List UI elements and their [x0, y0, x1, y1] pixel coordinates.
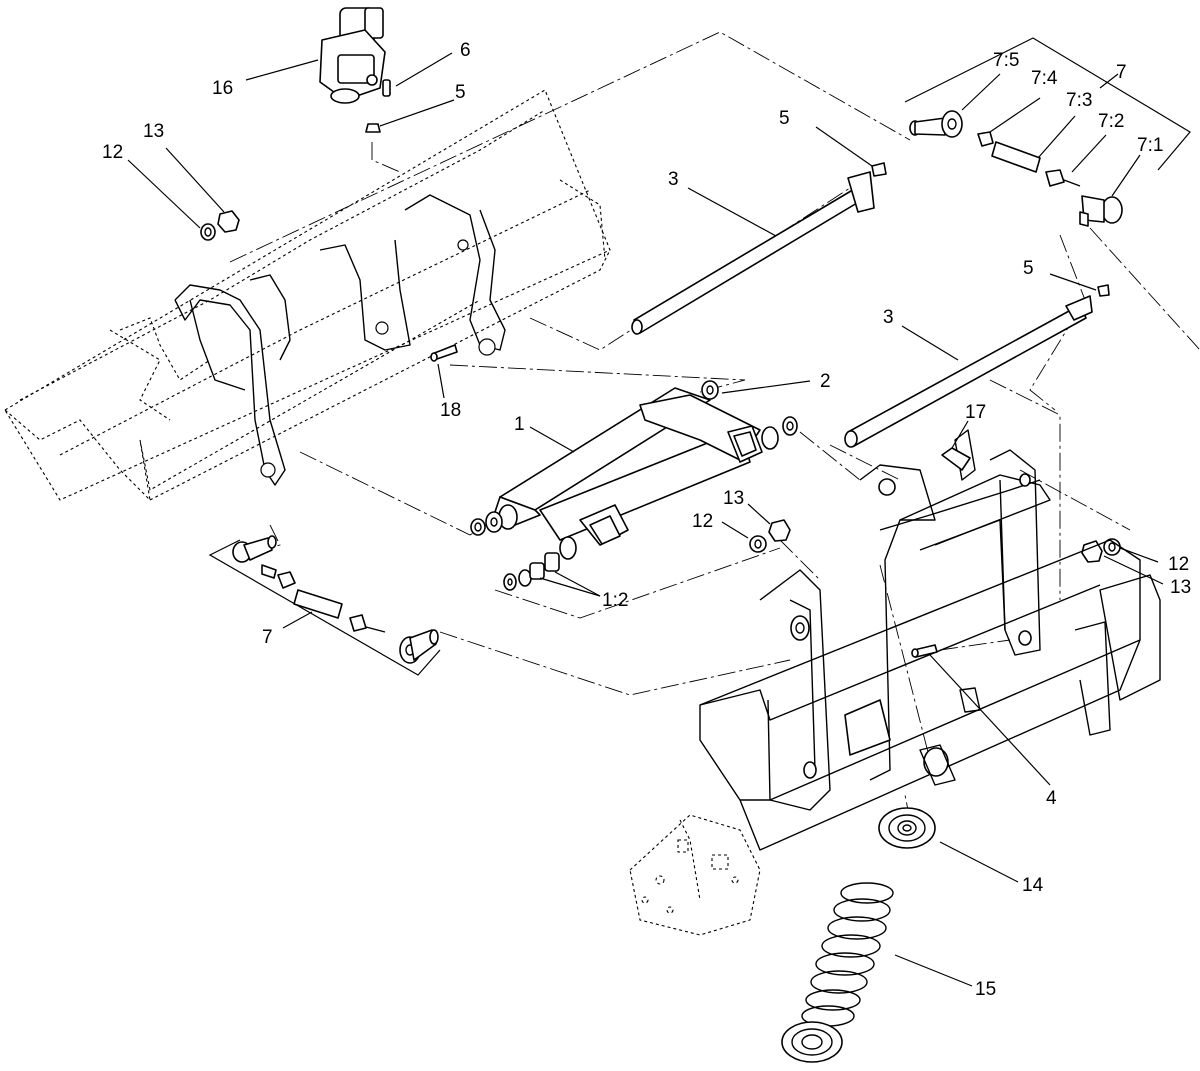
callout-2: 2: [820, 371, 831, 392]
arm-assembly-1: [470, 380, 798, 560]
decal-17: [941, 447, 971, 471]
callout-5: 5: [455, 82, 466, 103]
callout-5: 5: [779, 108, 790, 129]
callout-7-4: 7:4: [1031, 68, 1058, 89]
bracket-7-lower: [208, 539, 441, 676]
callout-12: 12: [692, 511, 713, 532]
callout-7-5: 7:5: [993, 50, 1019, 71]
callout-6: 6: [460, 40, 471, 61]
bolt-5-top: [365, 123, 381, 133]
bolt-5-rod-a: [871, 162, 887, 177]
spring-seat-14: [878, 807, 936, 849]
pin-6: [382, 79, 391, 97]
callout-18: 18: [440, 400, 461, 421]
nut-13-top: [217, 210, 240, 233]
callout-7-1: 7:1: [1137, 135, 1163, 156]
leader-lines: [127, 52, 1164, 987]
bolt-4: [911, 644, 938, 658]
rod-3-lower: [844, 295, 1093, 448]
callout-12: 12: [1168, 554, 1189, 575]
bushing-1-2: [503, 552, 560, 591]
washer-12-mid: [749, 535, 767, 553]
lower-bracket-ghost: [629, 814, 761, 936]
callout-7: 7: [1116, 62, 1127, 83]
callout-3: 3: [883, 307, 894, 328]
linkage-7-upper: [909, 110, 1123, 227]
washer-12-top: [200, 223, 216, 241]
bracket-7-upper: [904, 37, 1191, 171]
callout-16: 16: [212, 78, 233, 99]
callout-15: 15: [975, 979, 996, 1000]
callout-5: 5: [1023, 258, 1034, 279]
callout-13: 13: [143, 121, 164, 142]
callout-7-3: 7:3: [1066, 90, 1092, 111]
spring-seat-boss: [923, 747, 949, 777]
callout-13: 13: [1170, 577, 1191, 598]
callout-7: 7: [262, 627, 273, 648]
linkage-7-lower: [232, 535, 439, 664]
frame-pivot-hole-right: [478, 338, 496, 356]
callout-12: 12: [102, 142, 123, 163]
frame-pivot-hole-left: [260, 462, 276, 478]
callout-1-2: 1:2: [602, 590, 628, 611]
valve-assembly: [319, 7, 386, 104]
callout-13: 13: [723, 488, 744, 509]
upper-frame: [4, 89, 611, 502]
callout-17: 17: [965, 402, 986, 423]
callout-14: 14: [1022, 875, 1044, 896]
rod-3-upper: [631, 171, 875, 335]
callouts: 16 6 5 13 12 5 3 7 7:5 7:4 7:3 7:2 7:1 5…: [102, 40, 1191, 1000]
callout-7-2: 7:2: [1098, 111, 1124, 132]
callout-4: 4: [1046, 788, 1057, 809]
callout-3: 3: [668, 169, 679, 190]
nut-13-right: [1081, 540, 1103, 563]
pin-18: [430, 344, 458, 362]
spring-15: [781, 882, 894, 1063]
callout-1: 1: [514, 414, 525, 435]
lower-frame: [699, 429, 1161, 851]
nut-13-mid: [768, 519, 791, 542]
bolt-5-rod-b: [1097, 284, 1110, 297]
